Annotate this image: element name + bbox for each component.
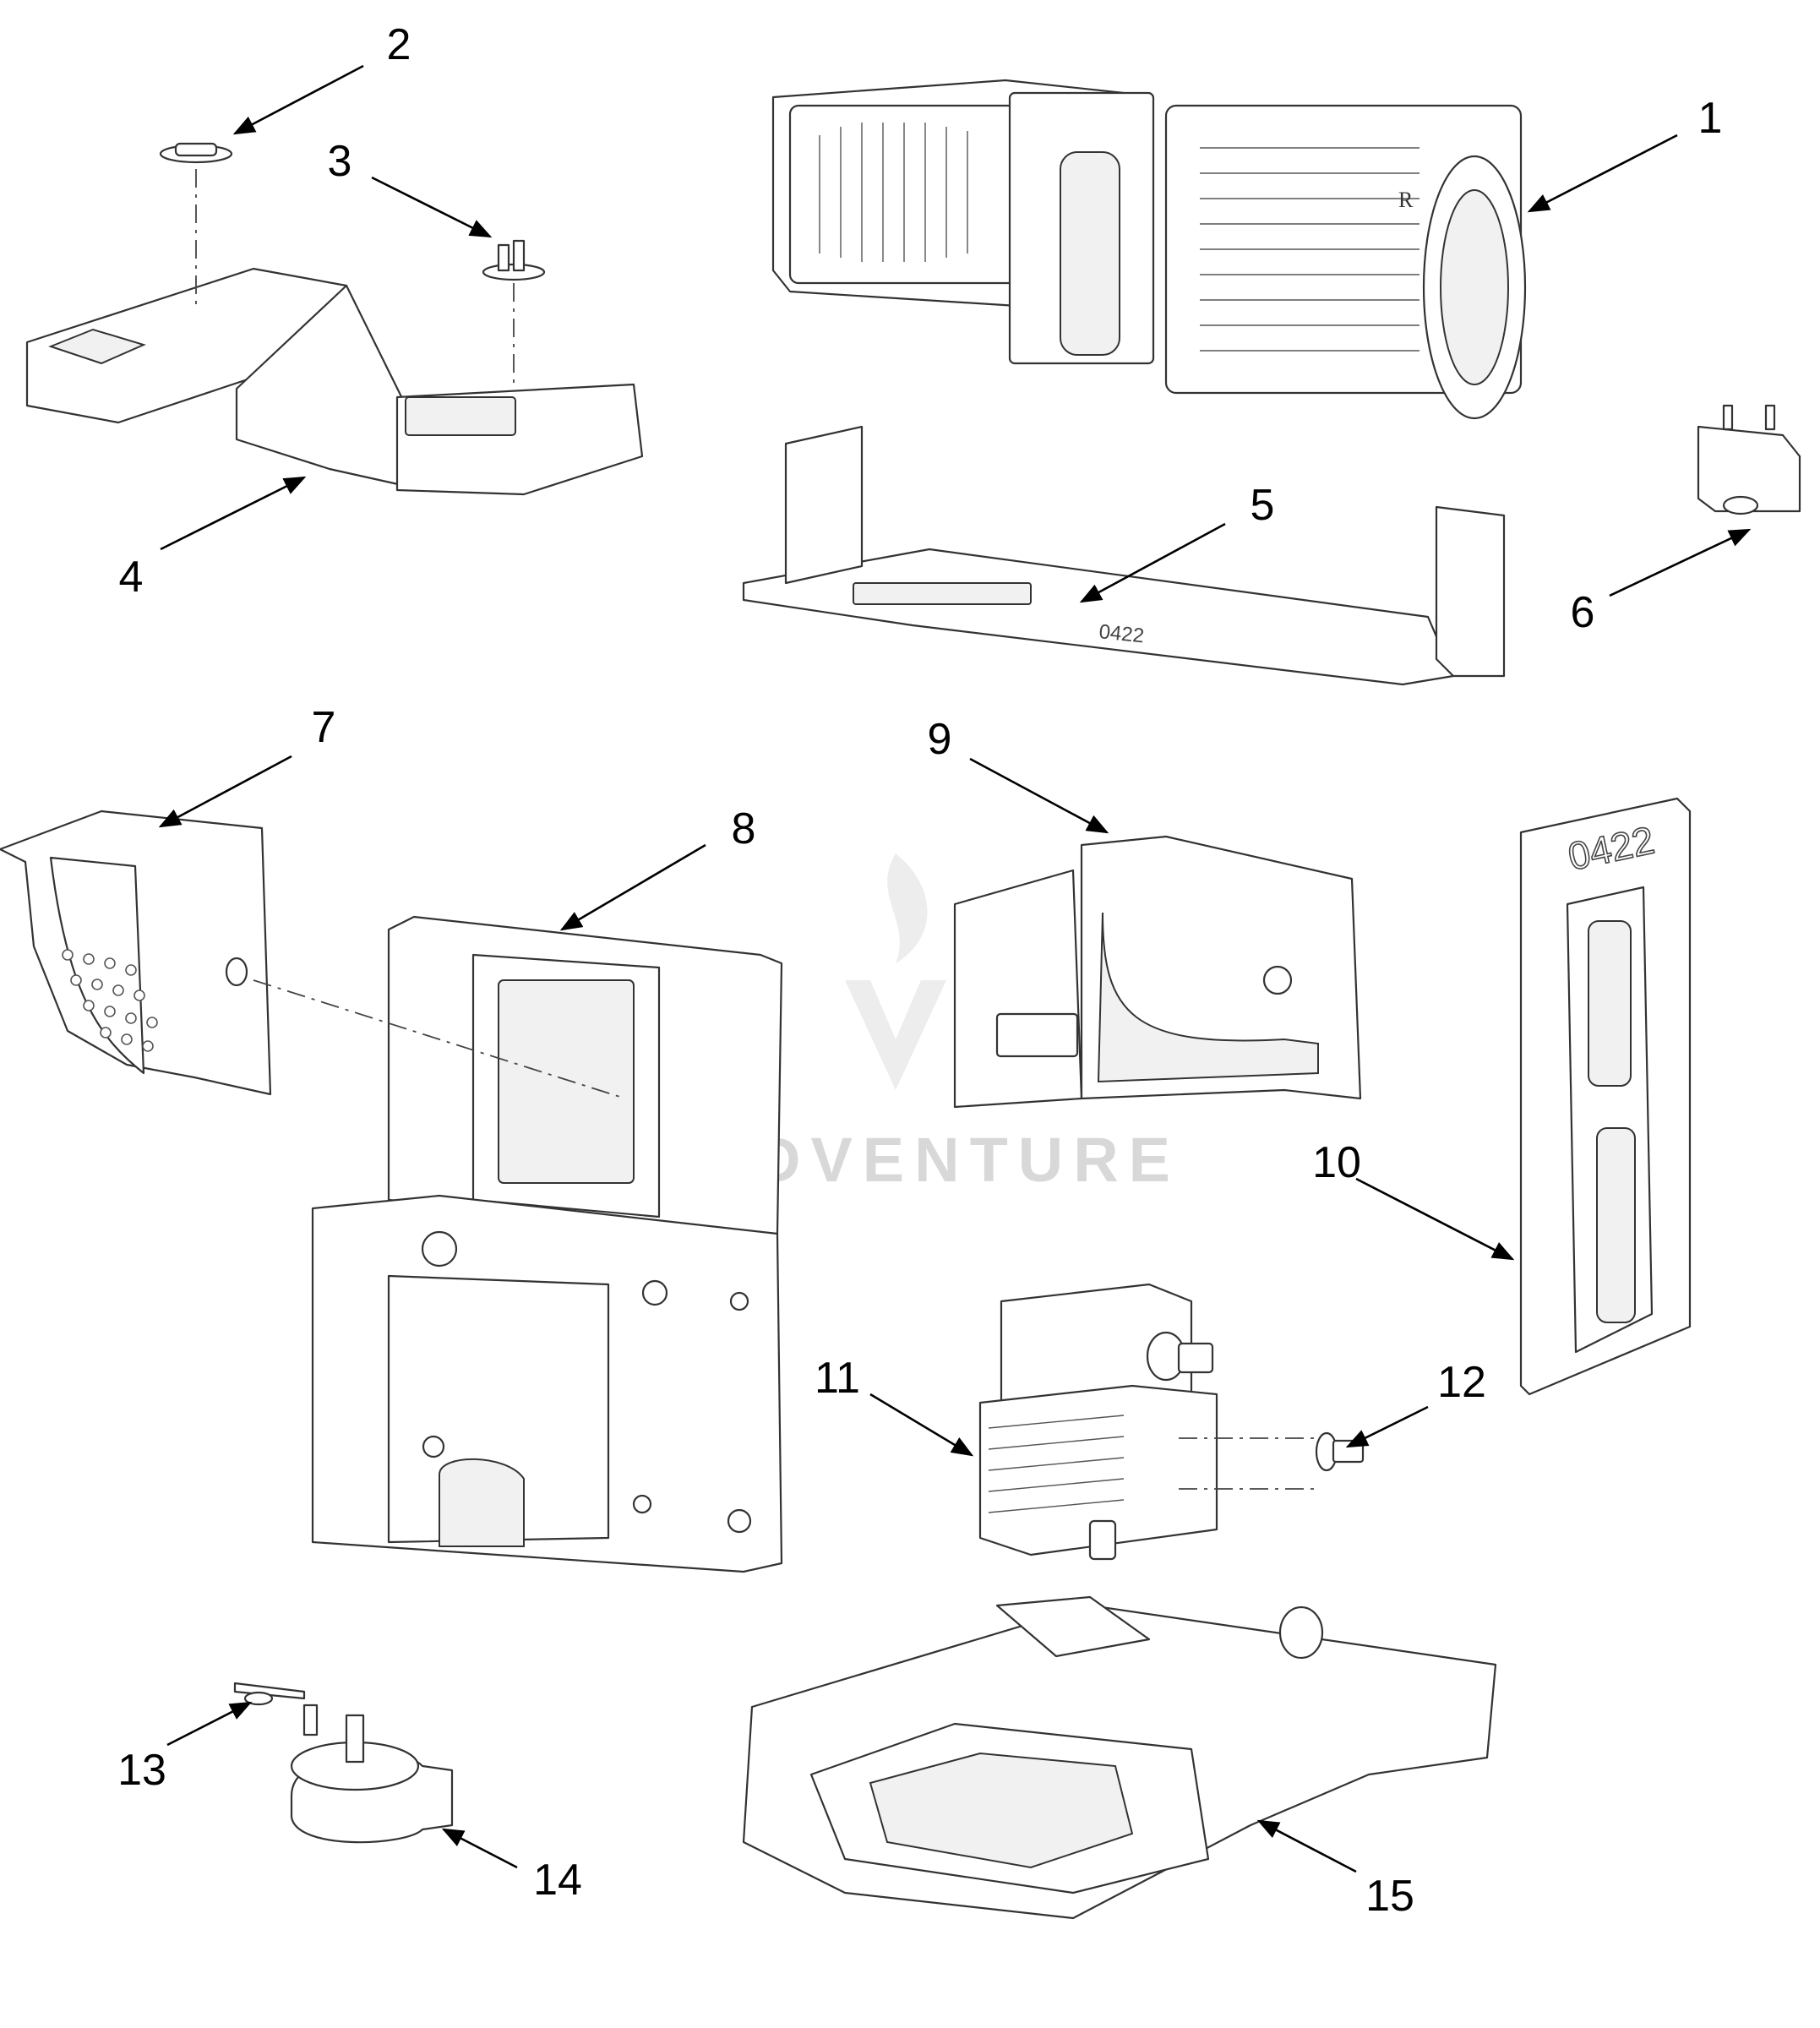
- part-1-blower-motor: R: [771, 79, 1527, 420]
- callout-10: 10: [1312, 1138, 1361, 1187]
- leader-14: [441, 1828, 518, 1869]
- leader-arrows: [158, 64, 1752, 1873]
- callout-13: 13: [117, 1746, 166, 1795]
- leader-3: [371, 176, 493, 238]
- leader-8: [559, 843, 706, 931]
- leader-1: [1527, 134, 1678, 213]
- leader-10: [1355, 1177, 1515, 1261]
- callout-5: 5: [1251, 481, 1275, 530]
- callout-15: 15: [1365, 1872, 1414, 1921]
- part-13-switch-lever: [233, 1682, 306, 1706]
- callout-14: 14: [533, 1856, 582, 1905]
- callout-3: 3: [328, 137, 352, 186]
- part-15-base-plate: [742, 1595, 1497, 1920]
- leader-15: [1256, 1819, 1357, 1873]
- watermark-logo-icon: [845, 853, 946, 1090]
- part-14-turntable-motor: [290, 1704, 454, 1844]
- part-6-capacitor: [1697, 404, 1801, 515]
- part-9-waveguide: [953, 835, 1362, 1109]
- leader-7: [158, 755, 292, 828]
- leader-12: [1345, 1405, 1429, 1448]
- motor-marking-text: R: [1398, 188, 1414, 212]
- callout-7: 7: [312, 703, 336, 752]
- part-3-thermal-cutoff: [482, 239, 546, 281]
- part-2-thermostat: [159, 142, 233, 164]
- leader-4: [160, 476, 307, 551]
- callout-1: 1: [1698, 94, 1723, 143]
- callout-12: 12: [1437, 1358, 1486, 1407]
- leader-2: [232, 64, 364, 135]
- alignment-lines: [195, 169, 1318, 1490]
- part-10-side-bracket: 0422: [1519, 797, 1692, 1396]
- leader-5: [1079, 522, 1226, 603]
- part-5-motor-bracket: 0422: [742, 425, 1506, 686]
- part-4-air-duct: [25, 267, 644, 496]
- leader-11: [869, 1393, 974, 1457]
- leader-9: [969, 757, 1109, 834]
- callout-8: 8: [732, 804, 756, 853]
- leader-6: [1609, 528, 1752, 597]
- callout-9: 9: [928, 715, 952, 764]
- callout-labels: 1 2 3 4 5 6 7 8 9 10 11 12 13 14 15: [117, 20, 1722, 1921]
- callout-2: 2: [387, 20, 411, 69]
- part-12-thermal-cutoff: [1315, 1431, 1365, 1472]
- part-7-vent-duct: [0, 810, 272, 1096]
- part-8-mounting-plate: [311, 915, 783, 1573]
- callout-11: 11: [815, 1354, 860, 1403]
- leader-13: [166, 1701, 253, 1747]
- part-11-magnetron: [978, 1283, 1218, 1561]
- bracket-mark-text: 0422: [1098, 620, 1145, 647]
- callout-4: 4: [119, 553, 144, 602]
- callout-6: 6: [1571, 588, 1595, 637]
